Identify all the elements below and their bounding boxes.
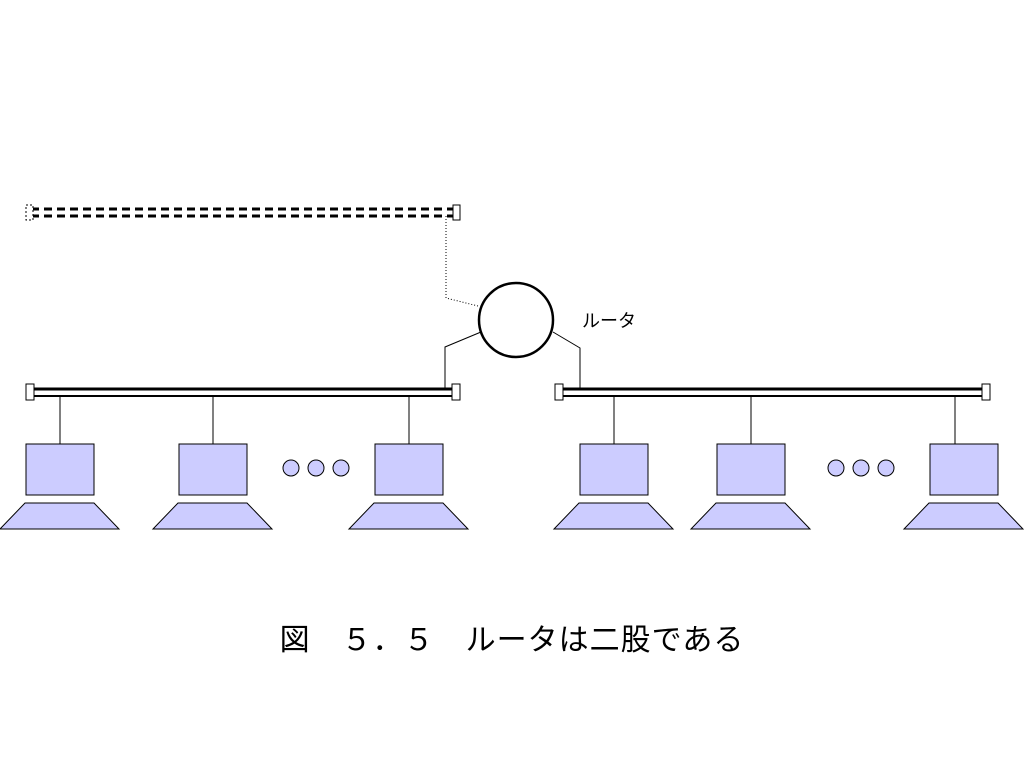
computer-icon <box>552 396 675 530</box>
ellipsis-icon <box>282 459 350 477</box>
left-lan-segment <box>0 383 470 530</box>
ellipsis-icon <box>827 459 895 477</box>
router-link-right <box>552 331 581 390</box>
router-link-left <box>444 331 482 390</box>
computer-icon <box>347 396 470 530</box>
figure-caption: 図 ５．５ ルータは二股である <box>279 623 745 658</box>
computer-icon <box>689 396 812 530</box>
router-circle-icon <box>477 281 555 359</box>
segment-terminator-left <box>25 204 34 221</box>
segment-terminator-left <box>25 383 35 401</box>
computer-icon <box>151 396 274 530</box>
segment-terminator-left <box>554 383 564 401</box>
segment-terminator-right <box>452 204 461 221</box>
router-label: ルータ <box>582 311 636 332</box>
segment-terminator-right <box>981 383 991 401</box>
computer-icon <box>0 396 121 530</box>
right-lan-segment <box>552 383 1024 530</box>
dashed-link-to-router <box>445 216 479 307</box>
computer-icon <box>902 396 1024 530</box>
dashed-upper-segment <box>25 204 461 221</box>
segment-terminator-right <box>451 383 461 401</box>
